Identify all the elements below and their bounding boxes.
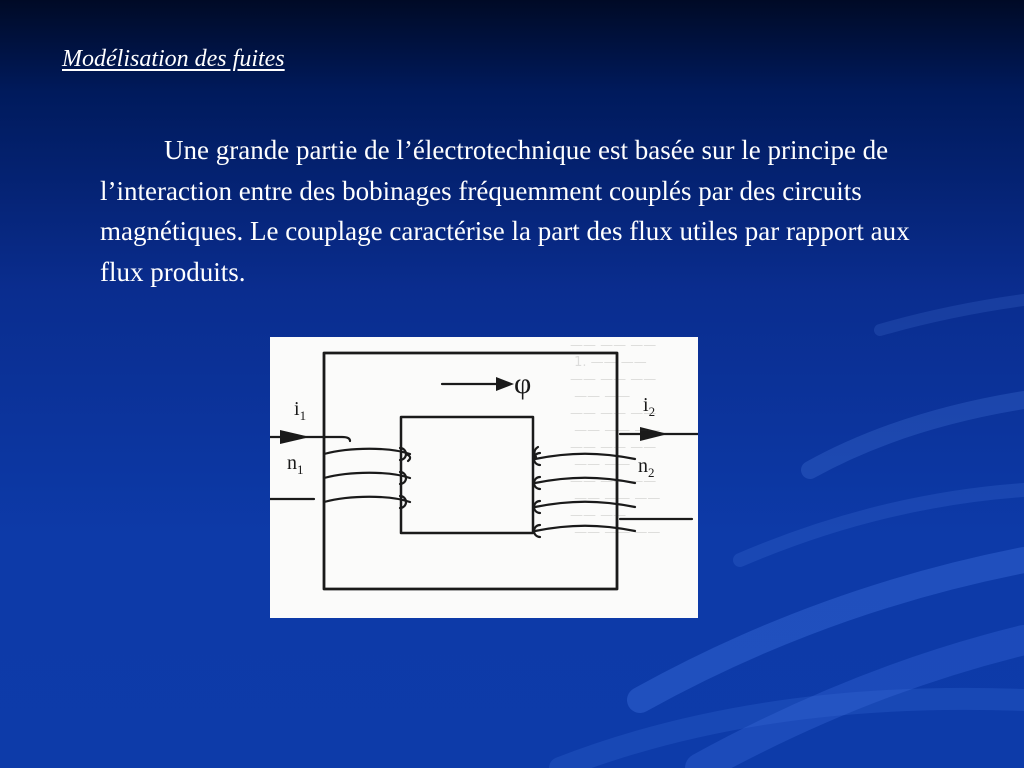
body-paragraph: Une grande partie de l’électrotechnique … [100,135,910,287]
flux-label: φ [514,367,532,400]
current-i2-label: i2 [643,394,656,419]
current-i1-label: i1 [294,398,307,423]
coupled-coils-diagram: —— —— —— 1. —— —— —— —— —— —— —— —— —— —… [270,337,698,618]
primary-coil [322,446,412,510]
input-current-arrow [280,430,310,444]
output-current-arrow [640,427,668,441]
outer-core [322,351,619,591]
flux-arrow-head [496,377,514,391]
secondary-coil [532,445,637,539]
diagram-drawing [270,351,698,591]
inner-window [399,415,535,535]
slide-title: Modélisation des fuites [62,46,285,72]
turns-n2-label: n2 [638,455,655,480]
turns-n1-label: n1 [287,452,304,477]
scan-bleed-text: —— —— —— 1. —— —— —— —— —— —— —— —— —— —… [570,338,661,540]
primary-lead-in [270,435,352,443]
